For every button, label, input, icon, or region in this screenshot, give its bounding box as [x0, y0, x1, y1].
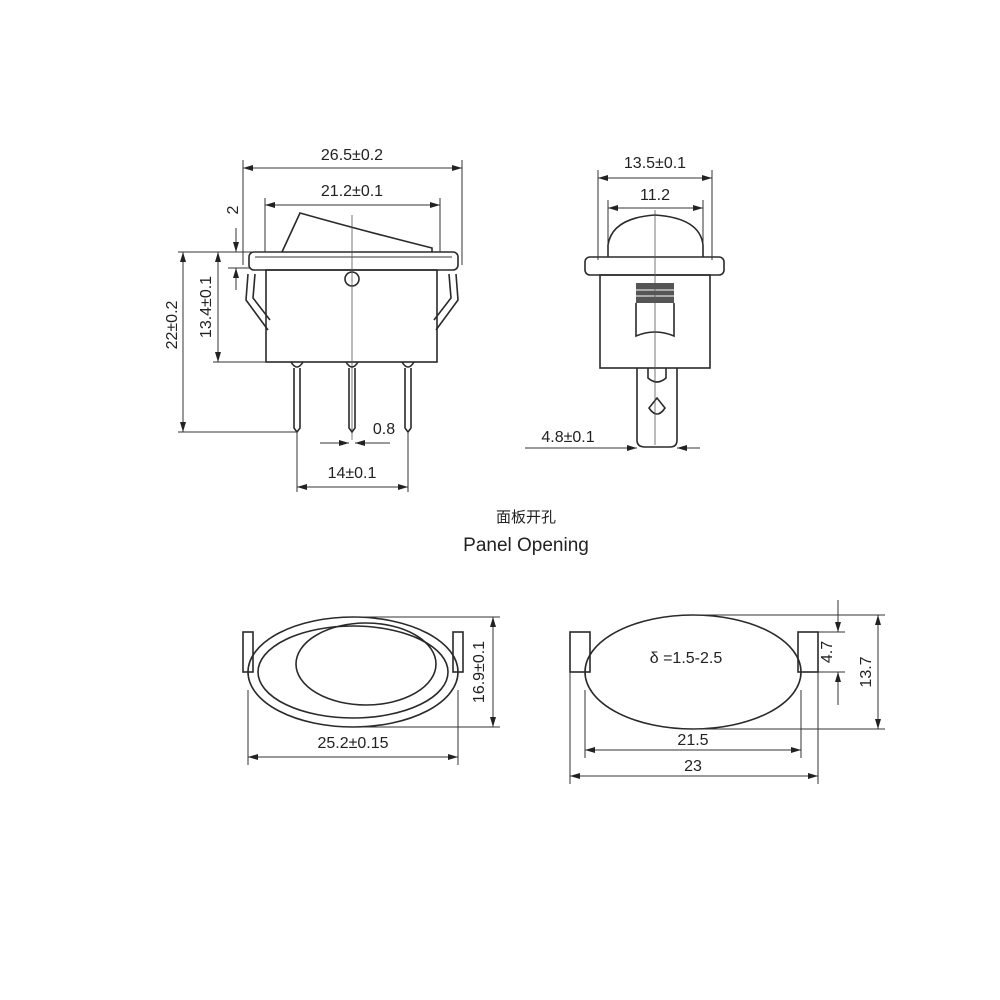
- cutout-inner-width-label: 21.5: [677, 732, 708, 749]
- pins: [290, 361, 415, 434]
- panel-thickness-label: δ =1.5-2.5: [650, 650, 723, 667]
- dome-width-label: 11.2: [640, 187, 670, 204]
- tab-width-label: 4.8±0.1: [541, 429, 594, 446]
- bezel-height-label: 16.9±0.1: [471, 641, 488, 703]
- pin-thickness-label: 0.8: [373, 421, 395, 438]
- bezel-view: 16.9±0.1 25.2±0.15: [242, 616, 500, 765]
- cutout-width-label: 23: [684, 758, 702, 775]
- total-height-label: 22±0.2: [164, 300, 181, 349]
- notch-height-label: 4.7: [819, 641, 836, 663]
- body-height-label: 13.4±0.1: [198, 276, 215, 338]
- pin-spacing-label: 14±0.1: [328, 465, 377, 482]
- bezel-width-label: 25.2±0.15: [317, 735, 388, 752]
- front-view: 26.5±0.2 21.2±0.1 2 22±0.2 13.4±0.1 0.8 …: [164, 147, 463, 492]
- panel-opening-title-cn: 面板开孔: [496, 508, 556, 526]
- rocker-width-label: 21.2±0.1: [321, 183, 383, 200]
- cutout-view: δ =1.5-2.5 4.7 13.7 21.5 23: [569, 600, 885, 784]
- flange-width-label: 13.5±0.1: [624, 155, 686, 172]
- overall-width-label: 26.5±0.2: [321, 147, 383, 164]
- rocker-height-label: 2: [225, 205, 242, 214]
- side-view: 13.5±0.1 11.2 4.8±0.1: [525, 155, 725, 451]
- cutout-height-label: 13.7: [858, 656, 875, 687]
- panel-opening-title-en: Panel Opening: [463, 535, 589, 556]
